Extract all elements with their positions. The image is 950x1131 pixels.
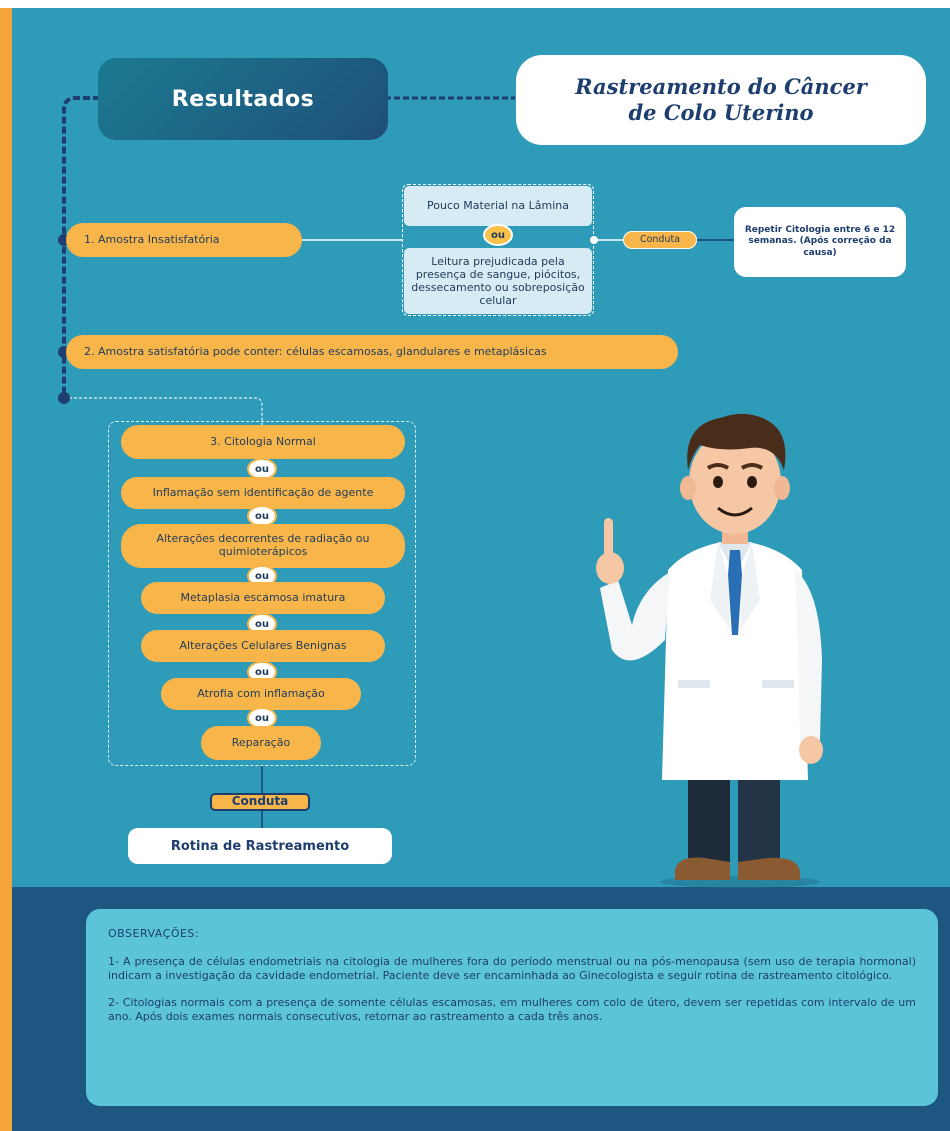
observacao-1: 1- A presença de células endometriais na… (108, 954, 916, 982)
insatisfatoria-options-group (402, 184, 594, 316)
connector-dot (590, 236, 598, 244)
alteracoes-benignas-pill: Alterações Celulares Benignas (141, 630, 385, 662)
rotina-rastreamento-box: Rotina de Rastreamento (128, 828, 392, 864)
amostra-insatisfatoria-pill: 1. Amostra Insatisfatória (66, 223, 302, 257)
title-line-1: Rastreamento do Câncer (575, 73, 867, 99)
observacoes-box: OBSERVAÇÕES: 1- A presença de células en… (86, 909, 938, 1106)
conduta-badge-1: Conduta (623, 231, 697, 249)
conduta-badge-2: Conduta (210, 793, 310, 811)
observacoes-heading: OBSERVAÇÕES: (108, 927, 200, 940)
atrofia-pill: Atrofia com inflamação (161, 678, 361, 710)
alteracoes-radiacao-pill: Alterações decorrentes de radiação ou qu… (121, 524, 405, 568)
leitura-prejudicada-box: Leitura prejudicada pela presença de san… (404, 248, 592, 314)
citologia-normal-pill: 3. Citologia Normal (121, 425, 405, 459)
title-line-2: de Colo Uterino (628, 100, 814, 125)
doctor-illustration (596, 413, 823, 888)
ou-connector: ou (483, 224, 513, 246)
resultados-box: Resultados (98, 58, 388, 140)
reparacao-pill: Reparação (201, 726, 321, 760)
observacao-2: 2- Citologias normais com a presença de … (108, 996, 916, 1023)
pouco-material-box: Pouco Material na Lâmina (404, 186, 592, 226)
resultados-label: Resultados (171, 86, 315, 112)
metaplasia-pill: Metaplasia escamosa imatura (141, 582, 385, 614)
conduta-repetir-box: Repetir Citologia entre 6 e 12 semanas. … (734, 207, 906, 277)
inflamacao-pill: Inflamação sem identificação de agente (121, 477, 405, 509)
amostra-satisfatoria-pill: 2. Amostra satisfatória pode conter: cél… (66, 335, 678, 369)
bullet-dot (58, 392, 70, 404)
title-box: Rastreamento do Câncer de Colo Uterino (516, 55, 926, 145)
citologia-normal-group (108, 421, 416, 766)
left-accent-strip (0, 8, 12, 1131)
